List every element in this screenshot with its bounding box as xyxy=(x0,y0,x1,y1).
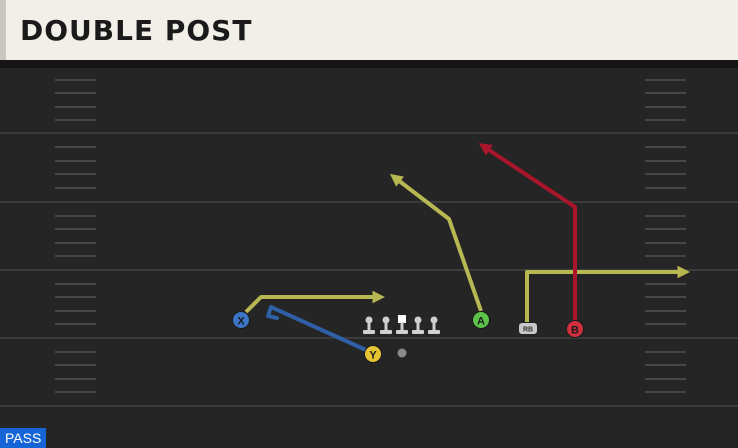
play-header: DOUBLE POST xyxy=(0,0,738,60)
lineman-icon xyxy=(412,316,424,334)
offensive-line xyxy=(363,315,440,334)
hash-marks-right xyxy=(645,79,686,393)
player-x-label: X xyxy=(237,316,245,328)
player-rb-label: RB xyxy=(523,327,533,334)
player-b[interactable]: B xyxy=(566,320,584,338)
player-y-label: Y xyxy=(369,350,377,362)
player-rb[interactable]: RB xyxy=(519,323,537,334)
player-x[interactable]: X xyxy=(232,311,250,329)
center-icon xyxy=(396,315,408,334)
route-rb-flat xyxy=(525,265,691,322)
route-y-block xyxy=(269,305,368,352)
play-type-badge: PASS xyxy=(0,428,47,448)
field-shadow xyxy=(0,60,738,68)
player-a[interactable]: A xyxy=(472,311,490,329)
quarterback-icon xyxy=(397,348,407,358)
hash-marks-left xyxy=(55,79,96,393)
player-a-label: A xyxy=(477,316,485,328)
field-background xyxy=(0,60,738,448)
header-accent xyxy=(0,0,6,60)
lineman-icon xyxy=(380,316,392,334)
route-a-post xyxy=(389,173,483,312)
route-x-out xyxy=(244,290,386,314)
route-y-block-hook xyxy=(266,305,279,320)
lineman-icon xyxy=(363,316,375,334)
lineman-icon xyxy=(428,316,440,334)
route-b-post xyxy=(478,143,577,321)
player-y[interactable]: Y xyxy=(364,345,382,363)
yard-lines xyxy=(0,132,738,407)
play-title: DOUBLE POST xyxy=(20,14,253,47)
player-b-label: B xyxy=(571,325,579,337)
